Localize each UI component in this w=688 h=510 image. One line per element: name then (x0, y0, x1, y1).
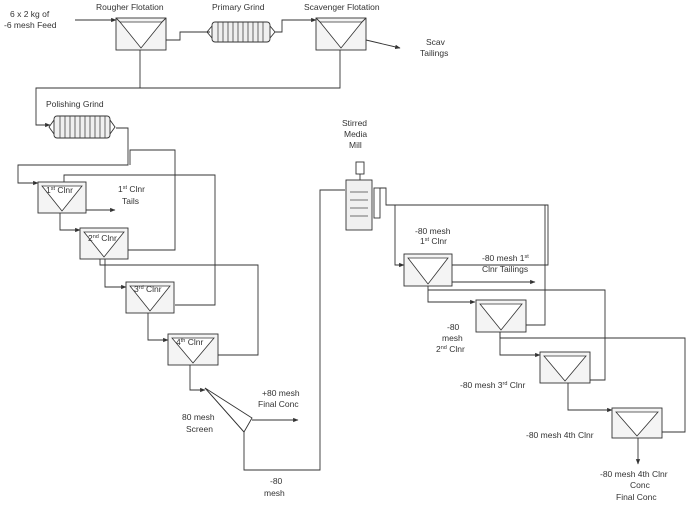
stirred-mill-label-line3: Mill (349, 140, 362, 150)
m80-clnr4-tails-recycle (499, 330, 686, 433)
clnr4-tails-recycle (99, 250, 259, 356)
clnr1-to-clnr2-stream (59, 213, 81, 233)
minus80-stream (243, 189, 345, 471)
clnr1-label: 1st Clnr (46, 185, 73, 195)
scavenger-flotation-label: Scavenger Flotation (304, 2, 380, 12)
plus80-label-line2: Final Conc (258, 399, 299, 409)
clnr4-label: 4th Clnr (176, 337, 203, 347)
scav-tailings-label-line1: Scav (426, 37, 446, 47)
m80-clnr1-tailings-label-line2: Clnr Tailings (482, 264, 528, 274)
labels: 6 x 2 kg of -6 mesh Feed Rougher Flotati… (4, 2, 668, 502)
m80-clnr1-label-line1: -80 mesh (415, 226, 451, 236)
plus80-label-line1: +80 mesh (262, 388, 300, 398)
grind-to-scavenger-stream (275, 17, 317, 33)
m80-clnr2-label-line3: 2nd Clnr (436, 344, 465, 354)
m80-clnr3-to-clnr4-stream (567, 383, 613, 413)
flow-lines (17, 17, 686, 471)
clnr2-label: 2nd Clnr (88, 233, 117, 243)
stirred-mill-label-line1: Stirred (342, 118, 367, 128)
clnr4-cell (167, 333, 219, 366)
primary-grind-label: Primary Grind (212, 2, 265, 12)
clnr3-label: 3rd Clnr (134, 284, 162, 294)
clnr2-tails-recycle (127, 149, 176, 251)
mill-to-m80clnr1-stream (380, 187, 549, 266)
minus80-label-line1: -80 (270, 476, 283, 486)
minus80-label-line2: mesh (264, 488, 285, 498)
clnr3-to-clnr4-stream (147, 312, 169, 343)
clnr3-cell (125, 281, 175, 314)
m80-clnr1-cell (403, 253, 453, 287)
m80-clnr4-label: -80 mesh 4th Clnr (526, 430, 594, 440)
stirred-mill-label-line2: Media (344, 129, 367, 139)
m80-clnr1-to-clnr2-stream (427, 286, 476, 305)
clnr1-tails-label-line1: 1st Clnr (118, 184, 145, 194)
clnr1-cell (37, 181, 87, 214)
scav-tailings-label-line2: Tailings (420, 48, 448, 58)
polishing-grind-label: Polishing Grind (46, 99, 104, 109)
polishing-grind-mill (48, 115, 116, 139)
m80-clnr2-tails-recycle (526, 205, 546, 326)
clnr2-cell (79, 227, 129, 260)
polish-to-clnr1-stream (17, 127, 129, 186)
m80-clnr1-label-line2: 1st Clnr (420, 236, 447, 246)
m80-clnr4-cell (611, 407, 663, 439)
final-conc-label-line3: Final Conc (616, 492, 657, 502)
scavenger-flotation-cell (315, 17, 367, 51)
rougher-flotation-cell (115, 17, 167, 51)
m80-clnr3-label: -80 mesh 3rd Clnr (460, 380, 526, 390)
scavenger-conc-stream (35, 50, 341, 128)
primary-grind-mill (206, 21, 276, 43)
screen (204, 387, 253, 433)
feed-label-line2: -6 mesh Feed (4, 20, 57, 30)
m80-clnr2-cell (475, 299, 527, 333)
stirred-media-mill (345, 161, 381, 231)
final-conc-label-line2: Conc (630, 480, 651, 490)
final-conc-label-line1: -80 mesh 4th Clnr (600, 469, 668, 479)
m80-clnr3-tails-recycle (428, 289, 606, 381)
m80-clnr3-cell (539, 351, 591, 384)
rougher-to-grind-stream (166, 31, 210, 41)
m80-clnr2-to-clnr3-stream (499, 332, 541, 358)
screen-label-line1: 80 mesh (182, 412, 215, 422)
scav-tailings-stream (365, 39, 401, 49)
clnr1-tails-label-line2: Tails (122, 196, 139, 206)
screen-label-line2: Screen (186, 424, 213, 434)
m80-clnr1-tailings-label-line1: -80 mesh 1st (482, 253, 529, 263)
m80-feed-stream (394, 205, 405, 268)
clnr4-to-screen-stream (189, 364, 206, 393)
clnr2-to-clnr3-stream (104, 258, 127, 290)
feed-label-line1: 6 x 2 kg of (10, 9, 50, 19)
m80-clnr2-label-line1: -80 (447, 322, 460, 332)
rougher-flotation-label: Rougher Flotation (96, 2, 164, 12)
m80-clnr2-label-line2: mesh (442, 333, 463, 343)
clnr3-tails-recycle (63, 174, 216, 306)
